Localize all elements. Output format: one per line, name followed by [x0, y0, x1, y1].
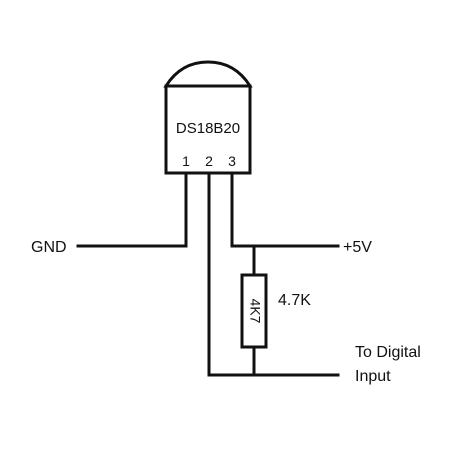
pin-label-2: 2	[205, 153, 213, 169]
pin-label-3: 3	[228, 153, 236, 169]
resistor-body	[240, 273, 268, 349]
resistor-code: 4K7	[247, 299, 263, 324]
vcc-wire	[230, 171, 340, 248]
output-label-line1: To Digital	[355, 344, 421, 361]
data-wire	[207, 171, 340, 377]
component-name: DS18B20	[176, 120, 240, 137]
output-label-line2: Input	[355, 368, 391, 385]
vcc-label: +5V	[343, 239, 372, 256]
sensor-dome	[163, 60, 253, 88]
resistor-value: 4.7K	[278, 292, 311, 309]
gnd-wire	[76, 171, 188, 248]
pin-label-1: 1	[182, 153, 190, 169]
gnd-label: GND	[31, 239, 67, 256]
sensor-body	[164, 84, 252, 175]
